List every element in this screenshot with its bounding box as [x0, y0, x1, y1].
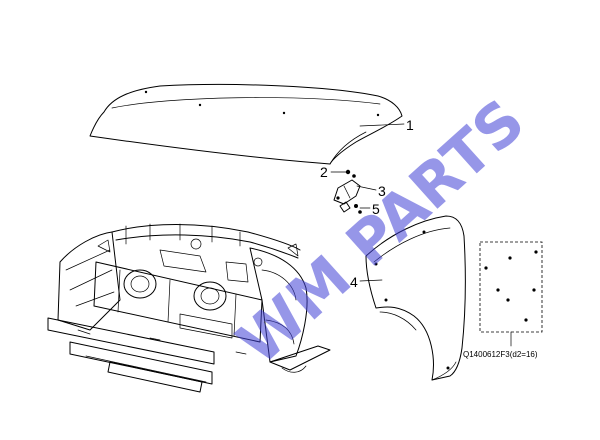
callout-2: 2	[320, 164, 328, 180]
hood-hinge	[333, 179, 361, 213]
watermark: WM PARTS	[224, 86, 538, 378]
detail-code: Q1400612F3(d2=16)	[463, 350, 538, 359]
front-fender	[365, 215, 466, 381]
callout-3: 3	[378, 183, 386, 199]
hood-panel	[89, 83, 403, 165]
callout-4: 4	[350, 274, 358, 290]
callout-1: 1	[406, 117, 414, 133]
hinge-bolts-lower	[336, 196, 362, 214]
front-body-structure	[47, 223, 331, 393]
hinge-bolts-upper	[345, 169, 356, 178]
leader-lines	[330, 123, 405, 282]
callout-5: 5	[372, 201, 380, 217]
hole-detail-box	[479, 241, 543, 347]
